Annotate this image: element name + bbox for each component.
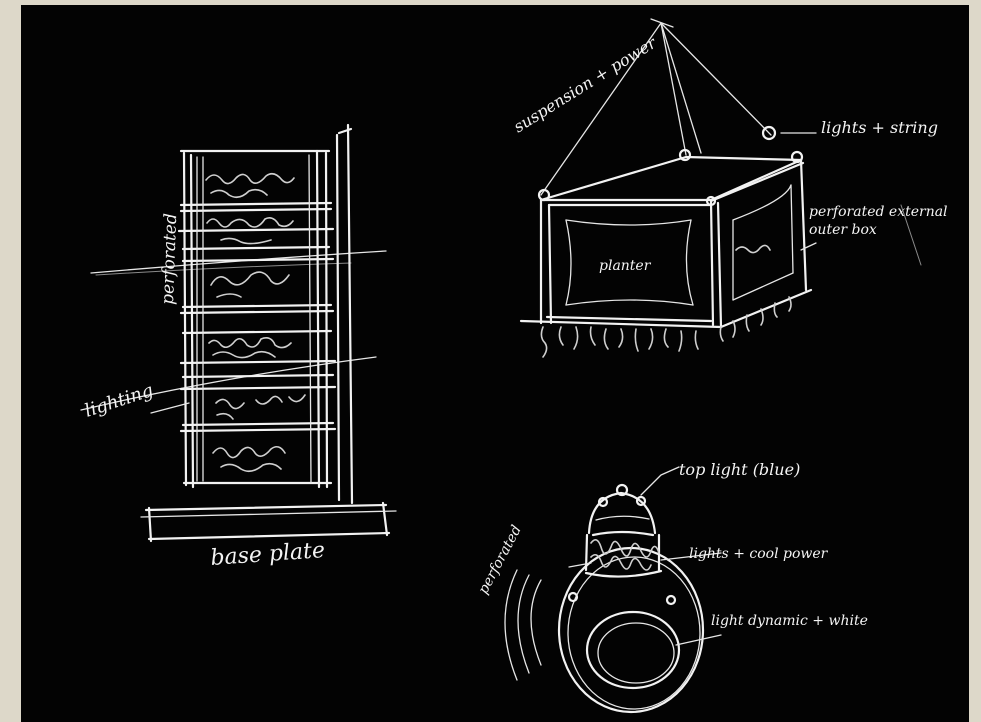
box-label-suspension: suspension + power bbox=[510, 33, 661, 137]
hanging-box-sketch: planter suspension + power lights + stri… bbox=[510, 19, 959, 357]
lamp-label-mid: lights + cool power bbox=[689, 546, 829, 562]
lamp-label-top: top light (blue) bbox=[679, 460, 800, 479]
box-label-lights: lights + string bbox=[821, 118, 938, 137]
shelf-label-base: base plate bbox=[210, 538, 326, 571]
lamp-label-perforated: perforated bbox=[475, 523, 525, 597]
shelf-label-lighting: lighting bbox=[82, 380, 156, 422]
lamp-label-bottom: light dynamic + white bbox=[711, 613, 868, 629]
sketch-drawing: perforated lighting base plate bbox=[21, 5, 969, 722]
chalkboard: perforated lighting base plate bbox=[21, 5, 969, 722]
box-label-outer: perforated external outer box bbox=[809, 203, 959, 239]
box-label-inner: planter bbox=[599, 258, 652, 274]
lamp-sketch: perforated top light (blue) lights + coo… bbox=[475, 460, 867, 712]
shelf-label-perforated: perforated bbox=[158, 213, 181, 305]
shelf-sketch: perforated lighting base plate bbox=[81, 125, 396, 571]
